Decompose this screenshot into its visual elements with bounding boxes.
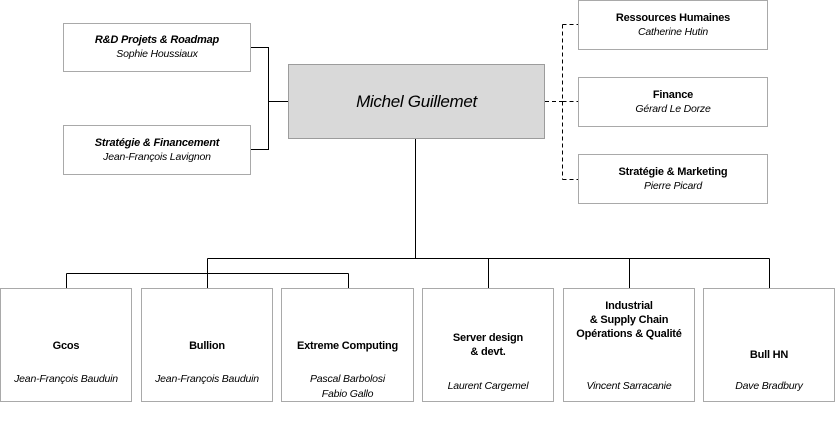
box-person: Sophie Houssiaux xyxy=(116,48,198,60)
box-person: Jean-François Lavignon xyxy=(103,150,211,163)
box-title: Bullion xyxy=(189,340,225,352)
box-person: Catherine Hutin xyxy=(638,25,708,38)
ceo-box[interactable]: Michel Guillemet xyxy=(288,64,545,139)
division-box-industrial-supply-chain[interactable]: Industrial & Supply Chain Opérations & Q… xyxy=(563,288,695,402)
box-title: Stratégie & Financement xyxy=(94,136,220,149)
box-person: Laurent Cargemel xyxy=(447,380,529,392)
division-box-extreme-computing[interactable]: Extreme Computing Pascal Barbolosi Fabio… xyxy=(281,288,414,402)
division-box-server-design[interactable]: Server design & devt. Laurent Cargemel xyxy=(422,288,554,402)
box-person: Vincent Sarracanie xyxy=(586,380,672,392)
box-title: Stratégie & Marketing xyxy=(618,165,728,178)
right-box-ressources-humaines[interactable]: Ressources Humaines Catherine Hutin xyxy=(578,0,768,50)
connector-right-staff xyxy=(545,24,578,180)
box-title: Server design & devt. xyxy=(452,332,524,358)
box-title: R&D Projets & Roadmap xyxy=(94,34,220,46)
left-box-strategie-financement[interactable]: Stratégie & Financement Jean-François La… xyxy=(63,125,251,175)
box-person: Gérard Le Dorze xyxy=(635,102,711,115)
box-person: Pascal Barbolosi Fabio Gallo xyxy=(309,373,385,400)
division-box-bullion[interactable]: Bullion Jean-François Bauduin xyxy=(141,288,273,402)
box-person: Jean-François Bauduin xyxy=(14,373,118,385)
box-person: Jean-François Bauduin xyxy=(155,373,259,385)
connector-left-staff xyxy=(250,47,288,150)
right-box-strategie-marketing[interactable]: Stratégie & Marketing Pierre Picard xyxy=(578,154,768,204)
box-title: Finance xyxy=(652,88,694,101)
left-box-rd-projets[interactable]: R&D Projets & Roadmap Sophie Houssiaux xyxy=(63,23,251,72)
box-title: Ressources Humaines xyxy=(615,11,731,24)
box-title: Industrial & Supply Chain Opérations & Q… xyxy=(576,300,682,340)
ceo-name: Michel Guillemet xyxy=(356,91,477,111)
box-person: Dave Bradbury xyxy=(735,380,803,392)
box-title: Gcos xyxy=(52,340,80,352)
right-box-finance[interactable]: Finance Gérard Le Dorze xyxy=(578,77,768,127)
division-box-gcos[interactable]: Gcos Jean-François Bauduin xyxy=(0,288,132,402)
box-title: Extreme Computing xyxy=(296,340,399,352)
box-person: Pierre Picard xyxy=(643,179,703,192)
division-box-bull-hn[interactable]: Bull HN Dave Bradbury xyxy=(703,288,835,402)
box-title: Bull HN xyxy=(749,349,789,361)
